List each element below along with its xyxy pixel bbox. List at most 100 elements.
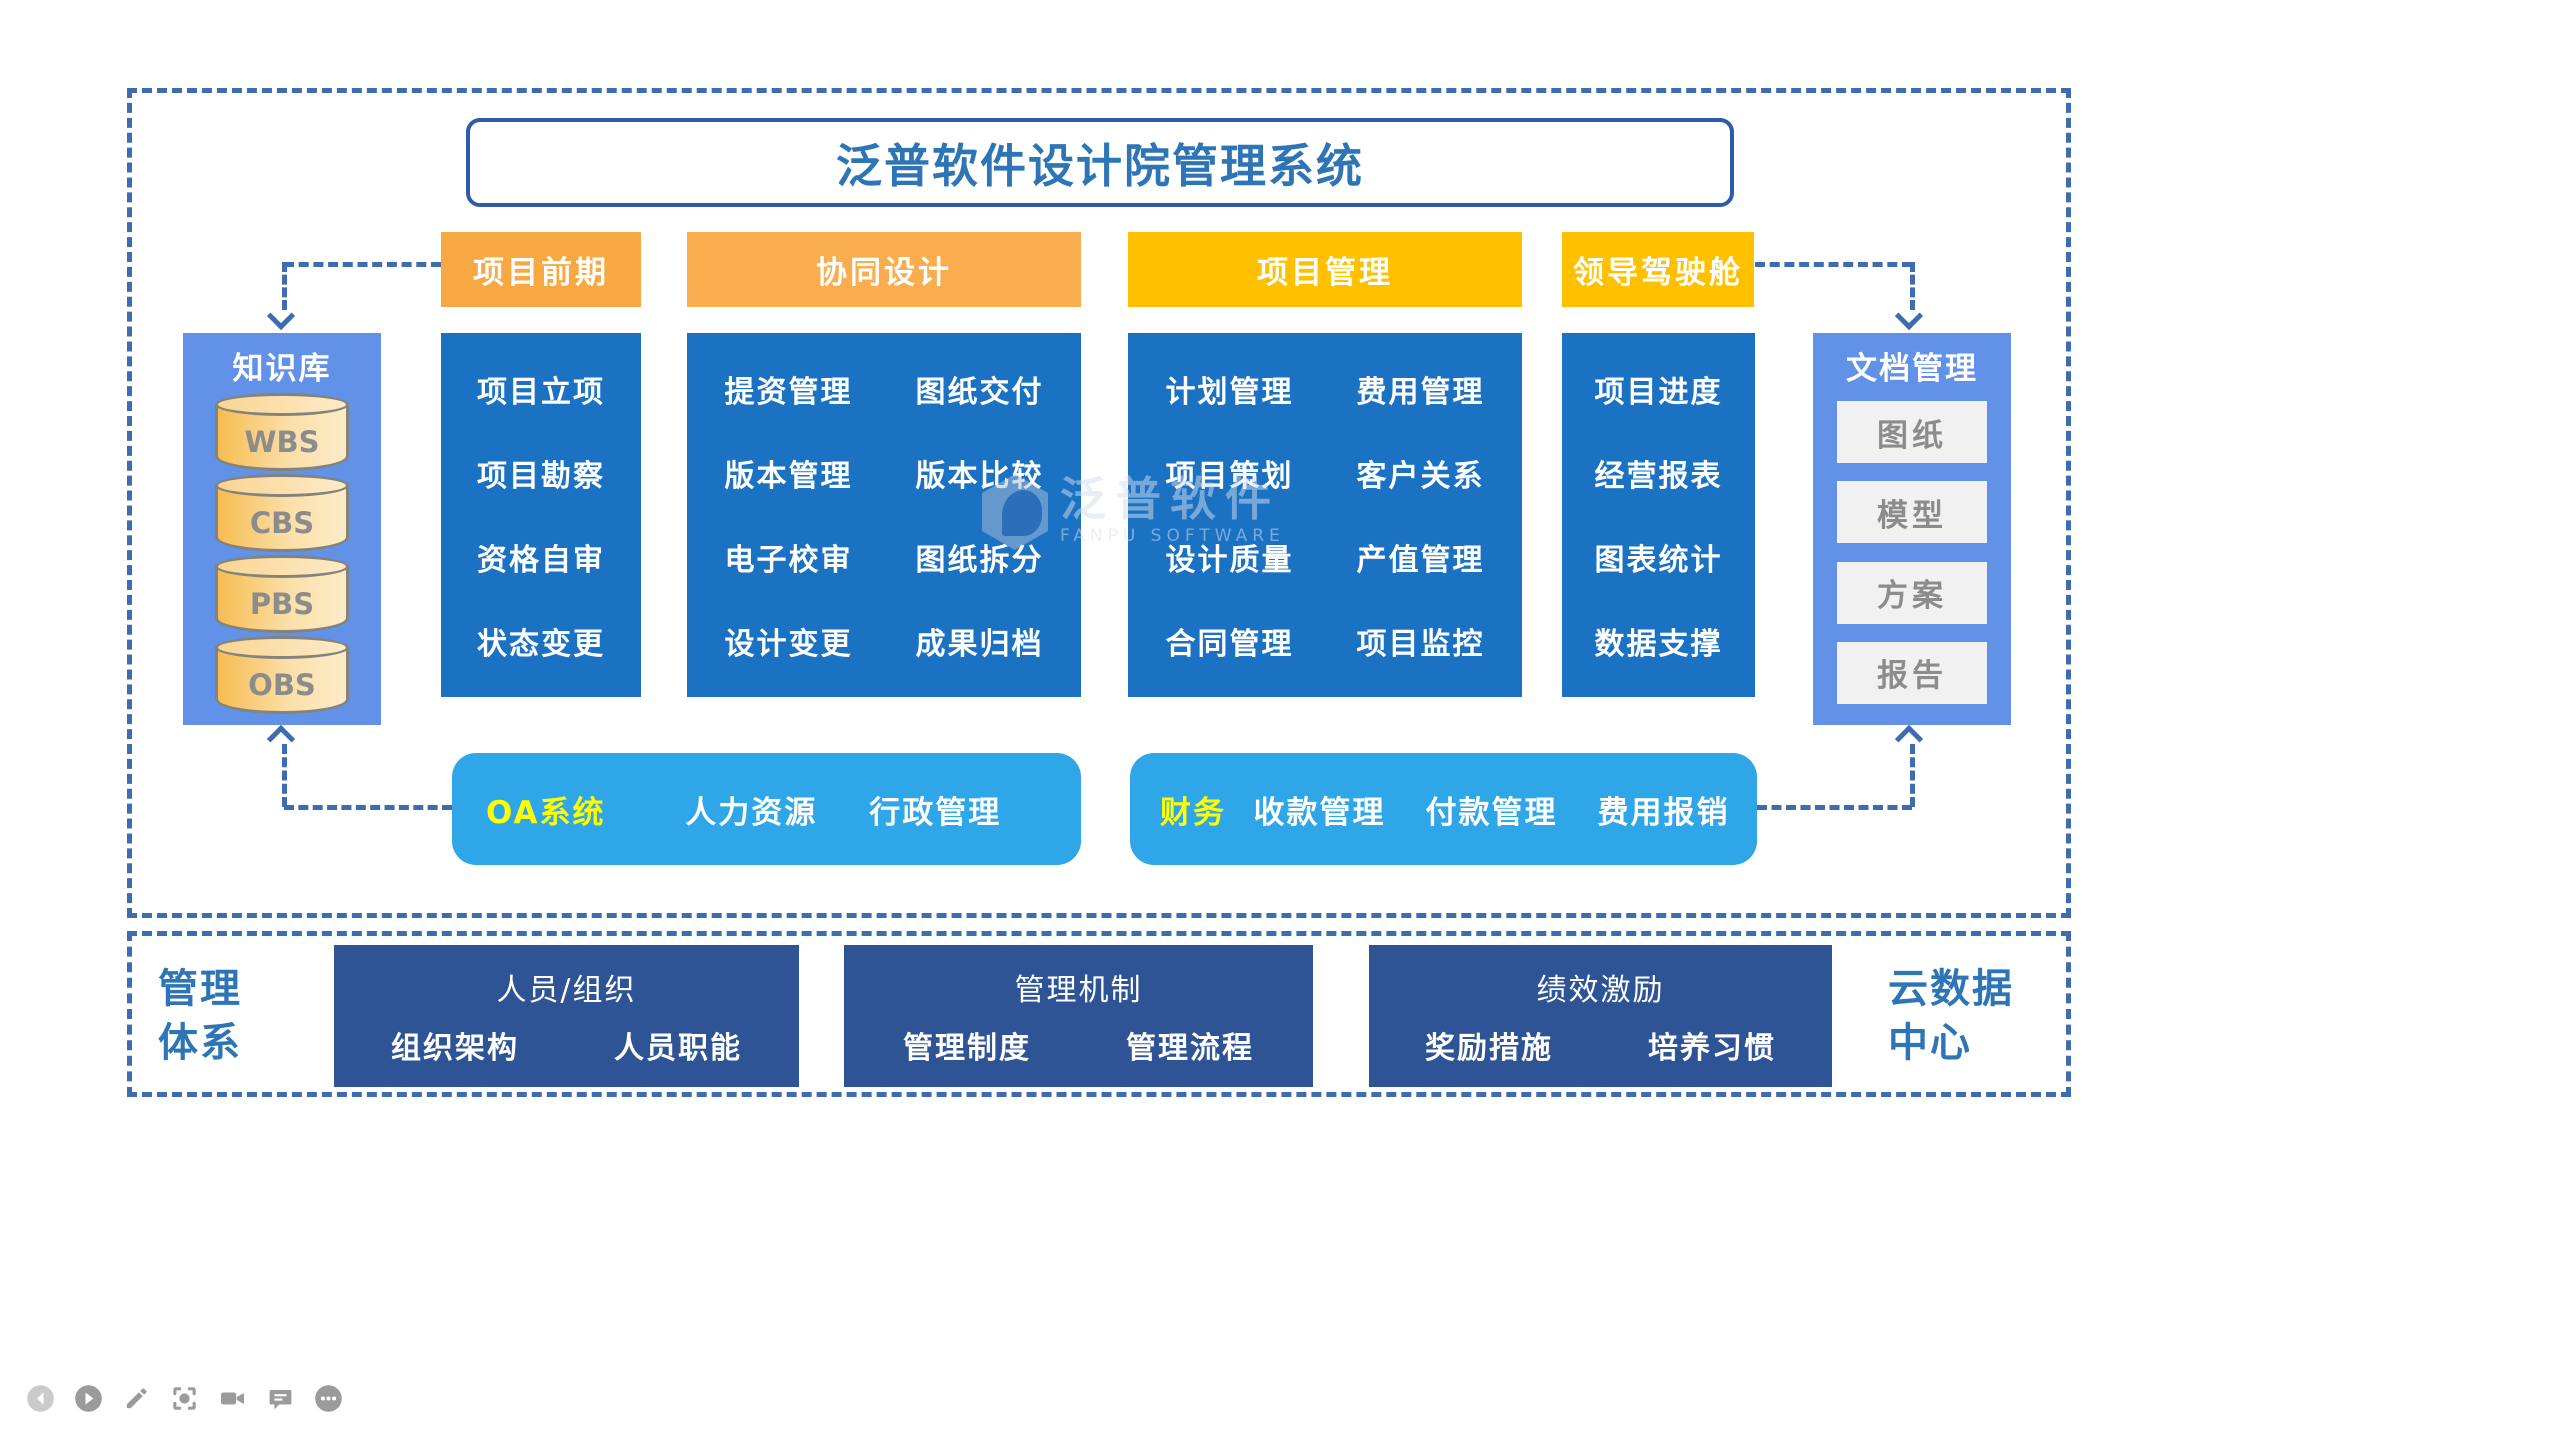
previous-icon[interactable] <box>26 1384 55 1413</box>
screenshot-focus-icon[interactable] <box>170 1384 199 1413</box>
document-management-title: 文档管理 <box>1846 351 1978 387</box>
oa-system-label: OA系统 <box>486 794 606 831</box>
navy-item: 组织架构 <box>391 1031 519 1066</box>
connector-finance-to-doc-horizontal <box>1757 805 1912 810</box>
navy-item: 培养习惯 <box>1648 1031 1776 1066</box>
finance-label: 财务 <box>1160 794 1226 831</box>
tab-label: 领导驾驶舱 <box>1573 255 1743 291</box>
tab-leader-cockpit: 领导驾驶舱 <box>1562 232 1754 307</box>
cylinder-label: PBS <box>249 586 315 621</box>
navy-box-items: 管理制度 管理流程 <box>903 1023 1254 1067</box>
main-dashed-frame <box>127 88 2071 918</box>
column-item: 图纸拆分 <box>915 543 1044 578</box>
tab-label: 协同设计 <box>816 255 952 291</box>
cylinder-label: WBS <box>244 425 320 460</box>
column-item: 图纸交付 <box>915 375 1044 410</box>
oa-system-bar: OA系统 人力资源 行政管理 <box>452 753 1081 865</box>
connector-cockpit-to-doc-vertical <box>1910 262 1915 310</box>
knowledge-base-title: 知识库 <box>232 351 332 387</box>
column-item: 数据支撑 <box>1594 627 1723 662</box>
navy-box-title: 人员/组织 <box>496 973 637 1008</box>
tab-collaborative-design: 协同设计 <box>687 232 1081 307</box>
knowledge-base-panel: 知识库 WBS CBS PBS OBS <box>183 333 381 725</box>
connector-early-to-kb-vertical <box>282 262 287 310</box>
tab-project-early-stage: 项目前期 <box>441 232 641 307</box>
diagram-title-box: 泛普软件设计院管理系统 <box>466 118 1734 207</box>
column-item: 版本比较 <box>915 459 1044 494</box>
cylinder-top <box>215 635 349 659</box>
navy-box-items: 奖励措施 培养习惯 <box>1425 1023 1776 1067</box>
column-item: 项目监控 <box>1356 627 1485 662</box>
navy-item: 人员职能 <box>614 1031 742 1066</box>
document-management-panel: 文档管理 图纸 模型 方案 报告 <box>1813 333 2011 725</box>
more-options-icon[interactable] <box>314 1384 343 1413</box>
document-item: 图纸 <box>1837 401 1987 464</box>
bar-item: 人力资源 <box>685 794 818 831</box>
column-item: 提资管理 <box>724 375 853 410</box>
column-item: 资格自审 <box>477 543 605 578</box>
tab-label: 项目管理 <box>1257 255 1393 291</box>
column-item: 状态变更 <box>477 627 605 662</box>
video-camera-icon[interactable] <box>218 1384 247 1413</box>
comment-icon[interactable] <box>266 1384 295 1413</box>
finance-bar: 财务 收款管理 付款管理 费用报销 <box>1130 753 1757 865</box>
navy-box-title: 绩效激励 <box>1536 973 1665 1008</box>
performance-incentive-box: 绩效激励 奖励措施 培养习惯 <box>1369 945 1832 1087</box>
oa-bar-items: 人力资源 行政管理 <box>606 787 1081 832</box>
play-icon[interactable] <box>74 1384 103 1413</box>
column-item: 项目勘察 <box>477 459 605 494</box>
column-item: 成果归档 <box>915 627 1044 662</box>
annotation-toolbar <box>26 1384 343 1413</box>
column-item: 电子校审 <box>724 543 853 578</box>
connector-oa-to-kb-vertical <box>282 744 287 807</box>
bar-item: 付款管理 <box>1425 794 1558 831</box>
column-item: 项目进度 <box>1594 375 1723 410</box>
database-cylinder-obs: OBS <box>215 635 349 714</box>
database-cylinder-cbs: CBS <box>215 474 349 553</box>
label-line: 云数据 <box>1888 966 2014 1012</box>
column-project-early-stage: 项目立项 项目勘察 资格自审 状态变更 <box>441 333 641 697</box>
cylinder-top <box>215 474 349 498</box>
page-title: 泛普软件设计院管理系统 <box>836 138 1364 193</box>
navy-item: 管理流程 <box>1126 1031 1254 1066</box>
column-item: 费用管理 <box>1356 375 1485 410</box>
cylinder-top <box>215 393 349 417</box>
edit-pencil-icon[interactable] <box>122 1384 151 1413</box>
column-item: 图表统计 <box>1594 543 1723 578</box>
connector-finance-to-doc-vertical <box>1910 744 1915 807</box>
database-cylinder-wbs: WBS <box>215 393 349 472</box>
connector-oa-to-kb-horizontal <box>284 805 452 810</box>
label-line: 中心 <box>1888 1020 1972 1066</box>
column-item: 计划管理 <box>1165 375 1294 410</box>
column-item: 设计变更 <box>724 627 853 662</box>
document-item-stack: 图纸 模型 方案 报告 <box>1813 388 2011 725</box>
database-cylinder-pbs: PBS <box>215 554 349 633</box>
document-item: 方案 <box>1837 561 1987 624</box>
management-mechanism-box: 管理机制 管理制度 管理流程 <box>844 945 1313 1087</box>
management-system-label: 管理 体系 <box>135 962 265 1070</box>
bottom-dashed-frame <box>127 931 2071 1097</box>
column-item: 版本管理 <box>724 459 853 494</box>
column-item: 设计质量 <box>1165 543 1294 578</box>
tab-label: 项目前期 <box>473 255 609 291</box>
connector-cockpit-to-doc-horizontal <box>1755 262 1912 267</box>
column-collaborative-design: 提资管理 图纸交付 版本管理 版本比较 电子校审 图纸拆分 设计变更 成果归档 <box>687 333 1081 697</box>
document-item: 模型 <box>1837 481 1987 544</box>
finance-bar-items: 收款管理 付款管理 费用报销 <box>1226 787 1757 832</box>
column-leader-cockpit: 项目进度 经营报表 图表统计 数据支撑 <box>1562 333 1755 697</box>
bar-item: 行政管理 <box>869 794 1002 831</box>
bar-item: 收款管理 <box>1253 794 1386 831</box>
label-line: 管理 <box>158 966 242 1012</box>
navy-box-title: 管理机制 <box>1014 973 1143 1008</box>
bar-item: 费用报销 <box>1597 794 1730 831</box>
cylinder-label: CBS <box>249 506 315 541</box>
cylinder-label: OBS <box>248 667 316 702</box>
label-line: 体系 <box>158 1020 242 1066</box>
navy-box-items: 组织架构 人员职能 <box>391 1023 742 1067</box>
tab-project-management: 项目管理 <box>1128 232 1522 307</box>
cylinder-top <box>215 554 349 578</box>
column-project-management: 计划管理 费用管理 项目策划 客户关系 设计质量 产值管理 合同管理 项目监控 <box>1128 333 1522 697</box>
navy-item: 管理制度 <box>903 1031 1031 1066</box>
connector-early-to-kb-horizontal <box>284 262 441 267</box>
cylinder-stack: WBS CBS PBS OBS <box>215 388 349 725</box>
